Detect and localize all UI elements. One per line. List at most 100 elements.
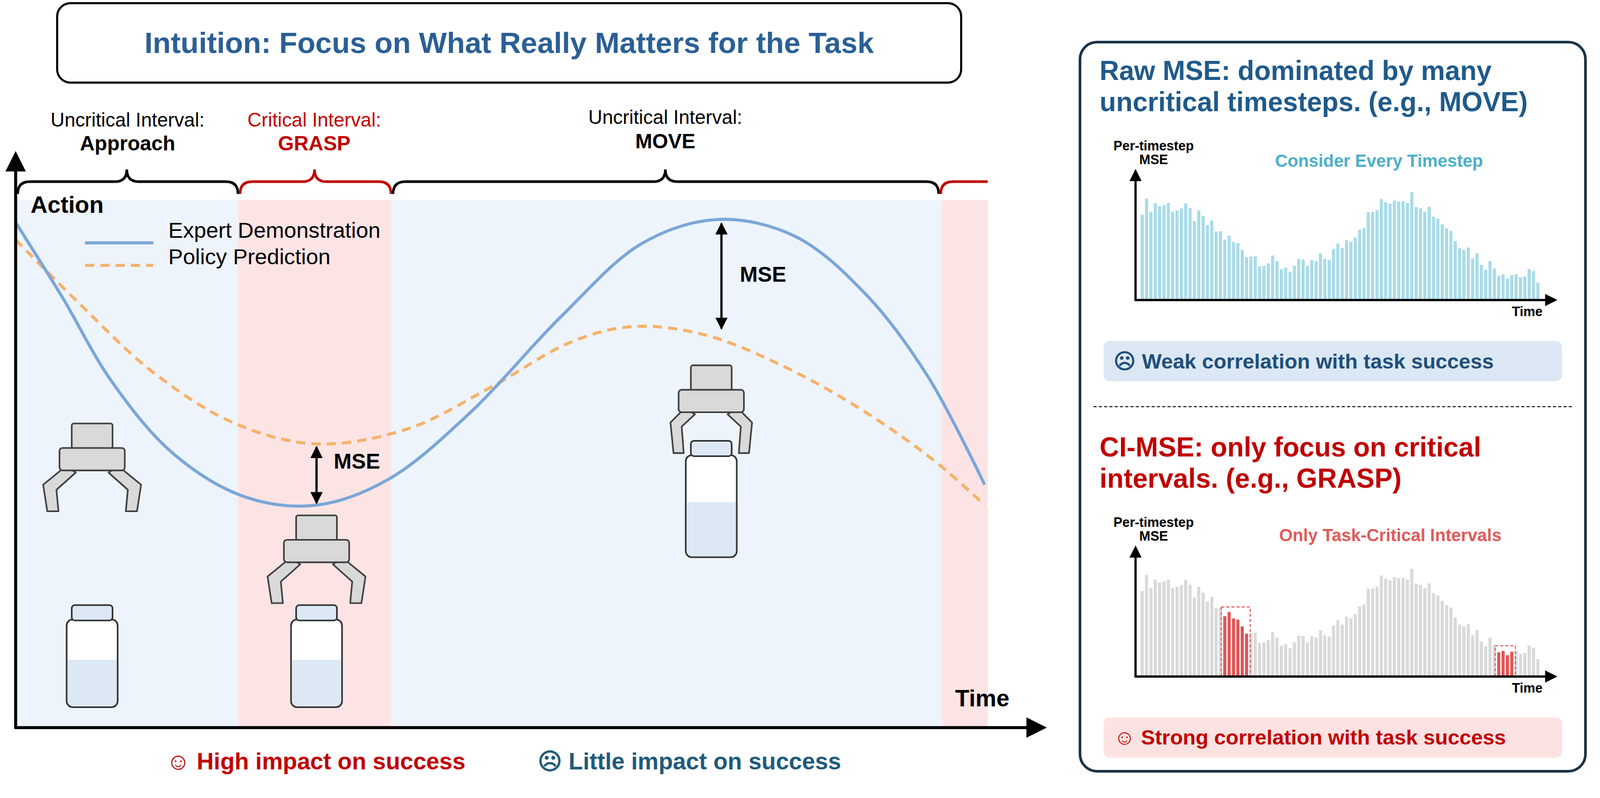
mse-bar	[1275, 637, 1279, 677]
axis-label: Per-timestep MSE	[1102, 514, 1205, 544]
mse-bar	[1349, 617, 1353, 676]
mse-bar	[1335, 619, 1340, 676]
mse-bar	[1314, 637, 1318, 677]
mse-bar	[1279, 268, 1283, 300]
mse-bar	[1166, 579, 1170, 676]
mse-bar	[1353, 613, 1357, 676]
mse-bar	[1362, 604, 1366, 677]
mse-bar	[1492, 268, 1496, 301]
mse-bar	[1470, 258, 1475, 300]
mse-bar	[1301, 635, 1305, 677]
mse-arrow	[315, 446, 318, 503]
mse-bar	[1466, 623, 1470, 676]
correlation-text: ☺ Strong correlation with task success	[1113, 725, 1552, 749]
axis-label: Time	[955, 684, 1010, 712]
bottle-body	[291, 619, 342, 708]
mse-bar	[1223, 239, 1227, 300]
mse-bar	[1140, 590, 1144, 676]
mse-bar	[1323, 258, 1327, 301]
mse-bar	[1262, 265, 1266, 301]
y-axis	[14, 155, 18, 729]
mse-bar	[1423, 211, 1427, 301]
mse-bar	[1392, 576, 1396, 677]
mse-bar	[1384, 202, 1388, 300]
mse-bar	[1270, 255, 1274, 300]
gripper	[43, 423, 142, 512]
mse-bar	[1435, 218, 1440, 301]
mini-chart: Per-timestep MSEConsider Every TimestepT…	[1099, 138, 1566, 321]
mse-bar	[1366, 588, 1370, 676]
x-axis	[14, 725, 1044, 729]
gripper-mount	[296, 514, 338, 541]
mse-bar	[1349, 241, 1353, 300]
interval-bracket	[240, 169, 392, 194]
mse-bar	[1514, 274, 1518, 300]
mse-bar	[1400, 201, 1405, 301]
legend-line-sample	[85, 263, 154, 267]
mse-bar	[1309, 635, 1314, 676]
mse-bar	[1157, 582, 1161, 676]
mse-bar	[1440, 224, 1444, 301]
gripper-palm	[59, 447, 125, 470]
mse-bar	[1205, 224, 1209, 300]
legend-text: Expert Demonstration	[168, 217, 381, 243]
mse-bar	[1174, 210, 1179, 301]
mse-bar	[1188, 208, 1192, 301]
axis-label: Per-timestep MSE	[1102, 138, 1205, 167]
mse-bar	[1366, 212, 1370, 301]
mse-bar	[1183, 579, 1188, 676]
mse-bar	[1305, 265, 1309, 300]
mse-bar	[1496, 275, 1500, 301]
mse-bar	[1205, 601, 1209, 676]
critical-band	[941, 200, 988, 728]
mse-bar	[1370, 211, 1374, 300]
mse-bar	[1449, 607, 1453, 676]
y-axis	[1134, 547, 1137, 677]
critical-box	[1494, 645, 1515, 676]
mse-bar	[1192, 597, 1196, 676]
mse-bar	[1292, 265, 1296, 301]
mse-bar	[1296, 635, 1300, 676]
mse-bar	[1153, 203, 1157, 301]
mse-bar	[1418, 584, 1422, 676]
panel-heading: CI-MSE: only focus on critical intervals…	[1099, 431, 1567, 495]
curves	[15, 219, 985, 506]
mse-bar	[1157, 205, 1161, 300]
mse-bar	[1257, 642, 1261, 676]
mse-bar	[1522, 276, 1526, 301]
mse-bar	[1240, 249, 1244, 301]
mse-bar	[1357, 229, 1361, 301]
mse-bar	[1479, 640, 1483, 676]
mse-bar	[1192, 220, 1196, 300]
correlation-box: ☹ Weak correlation with task success	[1103, 340, 1562, 382]
mse-bar	[1418, 208, 1422, 300]
bottle	[66, 604, 118, 708]
interval-bracket	[940, 181, 988, 194]
interval-label: Uncritical Interval:	[50, 109, 205, 132]
bottle-liquid	[686, 501, 737, 556]
mse-bar	[1396, 201, 1400, 301]
impact-note: ☺ High impact on success	[166, 747, 466, 775]
expert-curve	[15, 219, 985, 506]
interval-name: MOVE	[635, 129, 696, 153]
mse-bar	[1344, 616, 1349, 676]
interval-name: Approach	[79, 131, 176, 156]
gripper-palm	[678, 389, 744, 412]
bottle-body	[685, 454, 737, 557]
mse-bar	[1427, 206, 1431, 300]
mse-bar	[1149, 211, 1153, 301]
mse-bar	[1400, 577, 1405, 677]
mse-bar	[1231, 618, 1235, 677]
mse-bar	[1227, 235, 1231, 301]
mse-bar	[1475, 252, 1479, 300]
mse-bar	[1484, 646, 1488, 677]
mse-bar	[1174, 586, 1179, 677]
gripper-finger	[267, 557, 301, 603]
axis-label: Action	[30, 191, 104, 219]
mse-bar	[1305, 642, 1309, 676]
mse-bar	[1405, 202, 1409, 300]
mse-bar	[1318, 253, 1322, 301]
mse-bar	[1457, 248, 1461, 301]
part-g	[1140, 568, 1540, 677]
title-text: Intuition: Focus on What Really Matters …	[144, 25, 874, 60]
